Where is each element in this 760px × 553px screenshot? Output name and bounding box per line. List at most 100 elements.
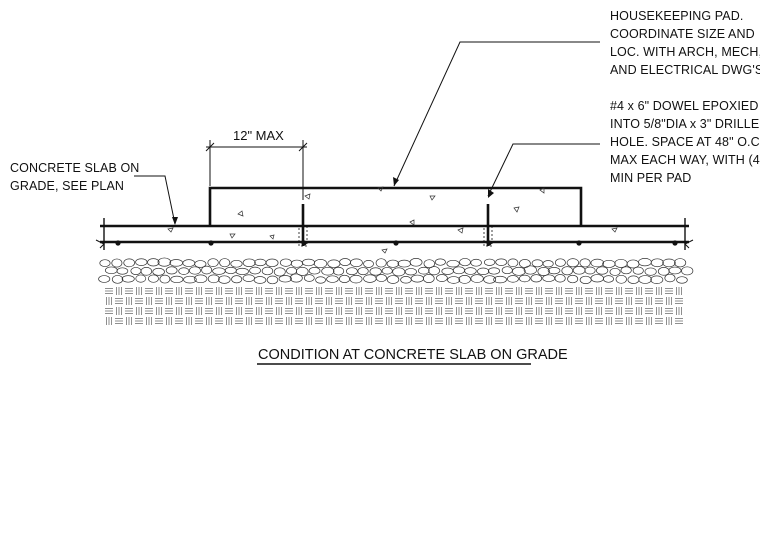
gravel-stone <box>632 266 644 275</box>
gravel-stone <box>339 258 351 266</box>
gravel-stone <box>668 266 682 275</box>
gravel-stone <box>140 267 153 276</box>
gravel-stone <box>542 274 556 282</box>
gravel-stone <box>464 267 477 275</box>
gravel-stone <box>530 274 543 283</box>
gravel-stone <box>554 258 566 267</box>
gravel-stone <box>572 266 586 275</box>
gravel-stone <box>363 274 377 283</box>
gravel-stone <box>446 259 460 268</box>
gravel-stone <box>523 265 537 275</box>
gravel-stone <box>579 258 591 268</box>
gravel-stone <box>313 259 328 269</box>
gravel-stone <box>554 274 566 283</box>
gravel-stone <box>201 265 213 275</box>
gravel-stone <box>302 258 315 267</box>
gravel-stone <box>447 276 461 284</box>
gravel-stone <box>459 258 471 267</box>
gravel-stone <box>219 258 231 268</box>
gravel-stone <box>397 259 411 268</box>
gravel-stone <box>409 258 423 267</box>
gravel-stone <box>303 274 315 282</box>
gravel-stone <box>357 267 369 276</box>
gravel-stone <box>386 275 400 284</box>
gravel-stone <box>235 267 249 276</box>
dowel-right <box>483 204 493 247</box>
gravel-stone <box>207 274 220 284</box>
gravel-stone <box>290 259 303 268</box>
gravel-stone <box>375 274 387 282</box>
concrete-aggregate-marks <box>167 186 618 254</box>
note-line: MIN PER PAD <box>610 171 691 185</box>
gravel-stone <box>664 273 676 283</box>
gravel-stone <box>254 258 267 267</box>
gravel-stone <box>638 258 652 267</box>
gravel-stone <box>423 259 436 269</box>
housekeeping-pad <box>208 186 583 226</box>
note-slab: CONCRETE SLAB ON GRADE, SEE PLAN <box>10 161 139 193</box>
gravel-stone <box>169 259 184 267</box>
gravel-stone <box>296 266 309 276</box>
gravel-stone <box>321 266 335 276</box>
gravel-stone <box>194 260 207 268</box>
gravel-stone <box>265 258 279 268</box>
leader-housekeeping-pad <box>393 41 600 187</box>
gravel-stone <box>104 266 118 275</box>
gravel-stone <box>436 274 448 282</box>
gravel-stone <box>470 274 484 283</box>
gravel-stone <box>483 258 496 266</box>
gravel-stone <box>487 267 501 275</box>
gravel-stone <box>458 275 471 284</box>
gravel-stone <box>404 268 417 276</box>
gravel-stone <box>193 274 208 284</box>
gravel-stone <box>547 267 561 275</box>
note-line: HOUSEKEEPING PAD. <box>610 9 743 23</box>
dimension-label: 12" MAX <box>233 128 284 143</box>
gravel-stone <box>531 259 544 268</box>
gravel-stone <box>279 258 292 267</box>
gravel-stone <box>230 259 243 268</box>
gravel-stone <box>638 275 652 284</box>
gravel-stone <box>470 258 482 267</box>
gravel-stone <box>159 274 171 284</box>
gravel-stone <box>566 258 580 268</box>
gravel-stone <box>349 274 363 284</box>
gravel-stone <box>615 274 627 284</box>
gravel-stone <box>183 275 197 284</box>
gravel-stone <box>339 274 350 283</box>
gravel-stone <box>350 258 363 268</box>
gravel-stone <box>242 258 256 268</box>
gravel-stone <box>148 274 159 283</box>
gravel-stone <box>657 267 670 276</box>
gravel-stone <box>261 266 274 276</box>
gravel-stone <box>519 258 531 268</box>
gravel-stone <box>422 274 435 283</box>
gravel-stone <box>326 275 339 283</box>
gravel-stone <box>434 258 446 266</box>
gravel-stone <box>315 276 326 284</box>
gravel-stone <box>507 275 519 283</box>
note-line: COORDINATE SIZE AND <box>610 27 755 41</box>
gravel-stone <box>676 276 688 284</box>
gravel-stone <box>650 258 664 268</box>
gravel-stone <box>507 258 519 268</box>
gravel-stone <box>157 257 172 267</box>
gravel-stone <box>681 266 694 276</box>
gravel-stone <box>418 266 430 275</box>
note-line: #4 x 6" DOWEL EPOXIED <box>610 99 758 113</box>
gravel-stone <box>249 266 261 275</box>
leader-slab <box>134 175 178 225</box>
note-line: AND ELECTRICAL DWG'S <box>610 63 760 77</box>
gravel-stone <box>165 266 178 275</box>
gravel-stone <box>130 267 142 275</box>
gravel-stone <box>363 260 374 268</box>
gravel-stone <box>386 259 400 268</box>
gravel-stone <box>441 267 454 275</box>
gravel-stone <box>542 260 554 268</box>
gravel-stone <box>590 258 605 268</box>
gravel-stone <box>178 267 190 275</box>
gravel-stone <box>495 258 508 266</box>
gravel-stone <box>327 259 341 268</box>
gravel-stone <box>627 275 640 284</box>
